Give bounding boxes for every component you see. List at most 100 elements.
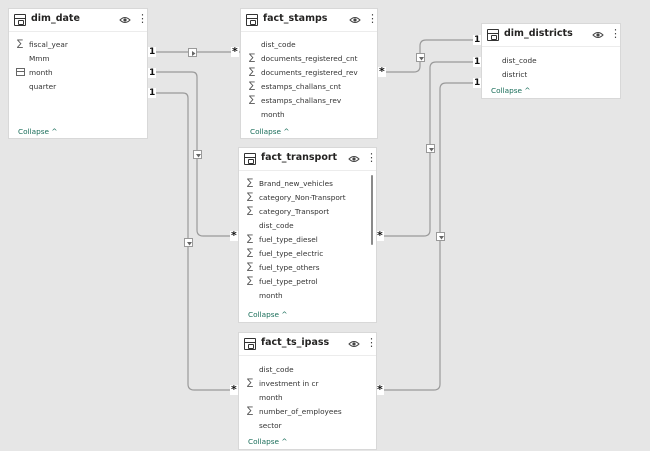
field-row[interactable]: dist_code	[239, 218, 376, 232]
table-title: fact_stamps	[263, 13, 328, 24]
chevron-up-icon: ^	[283, 127, 290, 136]
cardinality-many: *	[230, 229, 238, 242]
field-row[interactable]: sector	[239, 418, 376, 432]
field-row[interactable]: quarter	[9, 79, 147, 93]
field-row[interactable]: month	[9, 65, 147, 79]
sigma-icon: ∑	[246, 406, 254, 416]
field-name: month	[259, 393, 283, 402]
scrollbar[interactable]	[371, 175, 373, 245]
table-icon	[244, 338, 256, 350]
table-header[interactable]: fact_transport ⋮	[239, 148, 377, 171]
sigma-icon: ∑	[246, 234, 254, 244]
table-icon	[244, 153, 256, 165]
field-row[interactable]: month	[239, 288, 376, 302]
field-name: investment in cr	[259, 379, 319, 388]
field-row[interactable]: Mmm	[9, 51, 147, 65]
field-name: month	[29, 68, 53, 77]
field-row[interactable]: dist_code	[482, 53, 620, 67]
field-row[interactable]: ∑ estamps_challans_cnt	[241, 79, 377, 93]
more-options-icon[interactable]: ⋮	[137, 12, 148, 25]
field-name: dist_code	[261, 40, 296, 49]
table-header[interactable]: fact_stamps ⋮	[241, 9, 378, 32]
table-header[interactable]: dim_date ⋮	[9, 9, 148, 32]
sigma-icon: ∑	[16, 39, 24, 49]
field-row[interactable]: ∑ category_Non-Transport	[239, 190, 376, 204]
field-row[interactable]: ∑ fuel_type_electric	[239, 246, 376, 260]
cardinality-one: 1	[148, 47, 157, 57]
sigma-icon: ∑	[248, 95, 256, 105]
direction-arrow-icon[interactable]	[416, 53, 425, 62]
table-card-dim-districts[interactable]: dim_districts ⋮ dist_code district Colla…	[481, 23, 621, 99]
table-card-fact-ts-ipass[interactable]: fact_ts_ipass ⋮ dist_code ∑ investment i…	[238, 332, 377, 450]
calendar-icon	[16, 68, 25, 76]
field-row[interactable]: month	[241, 107, 377, 121]
field-row[interactable]: ∑ investment in cr	[239, 376, 376, 390]
field-row[interactable]: ∑ Brand_new_vehicles	[239, 176, 376, 190]
cardinality-many: *	[376, 229, 384, 242]
eye-icon[interactable]	[119, 14, 131, 26]
field-row[interactable]: ∑ fuel_type_diesel	[239, 232, 376, 246]
table-icon	[14, 14, 26, 26]
field-name: fuel_type_others	[259, 263, 320, 272]
field-name: Brand_new_vehicles	[259, 179, 333, 188]
cardinality-one: 1	[473, 57, 482, 67]
field-row[interactable]: ∑ documents_registered_rev	[241, 65, 377, 79]
eye-icon[interactable]	[348, 153, 360, 165]
field-row[interactable]: ∑ fiscal_year	[9, 37, 147, 51]
collapse-link[interactable]: Collapse ^	[248, 310, 288, 319]
table-card-fact-stamps[interactable]: fact_stamps ⋮ dist_code ∑ documents_regi…	[240, 8, 378, 139]
field-name: estamps_challans_cnt	[261, 82, 342, 91]
table-header[interactable]: fact_ts_ipass ⋮	[239, 333, 377, 356]
field-name: fuel_type_petrol	[259, 277, 318, 286]
cardinality-one: 1	[148, 68, 157, 78]
table-title: fact_ts_ipass	[261, 337, 330, 348]
field-row[interactable]: ∑ fuel_type_petrol	[239, 274, 376, 288]
table-header[interactable]: dim_districts ⋮	[482, 24, 621, 47]
field-row[interactable]: ∑ category_Transport	[239, 204, 376, 218]
field-name: fuel_type_diesel	[259, 235, 318, 244]
direction-arrow-icon[interactable]	[436, 232, 445, 241]
field-row[interactable]: ∑ number_of_employees	[239, 404, 376, 418]
eye-icon[interactable]	[348, 338, 360, 350]
collapse-link[interactable]: Collapse ^	[248, 437, 288, 446]
cardinality-many: *	[230, 383, 238, 396]
cardinality-one: 1	[473, 78, 482, 88]
field-row[interactable]: ∑ fuel_type_others	[239, 260, 376, 274]
sigma-icon: ∑	[248, 67, 256, 77]
more-options-icon[interactable]: ⋮	[367, 12, 378, 25]
field-row[interactable]: ∑ estamps_challans_rev	[241, 93, 377, 107]
table-title: dim_date	[31, 13, 80, 24]
field-name: month	[261, 110, 285, 119]
field-name: sector	[259, 421, 282, 430]
field-name: category_Non-Transport	[259, 193, 346, 202]
direction-arrow-icon[interactable]	[426, 144, 435, 153]
sigma-icon: ∑	[248, 53, 256, 63]
field-name: month	[259, 291, 283, 300]
direction-arrow-icon[interactable]	[193, 150, 202, 159]
eye-icon[interactable]	[349, 14, 361, 26]
eye-icon[interactable]	[592, 29, 604, 41]
table-card-dim-date[interactable]: dim_date ⋮ ∑ fiscal_year Mmm month quart…	[8, 8, 148, 139]
table-title: dim_districts	[504, 28, 573, 39]
field-name: documents_registered_cnt	[261, 54, 358, 63]
collapse-link[interactable]: Collapse ^	[250, 127, 290, 136]
table-card-fact-transport[interactable]: fact_transport ⋮ ∑ Brand_new_vehicles ∑ …	[238, 147, 377, 323]
sigma-icon: ∑	[246, 248, 254, 258]
chevron-up-icon: ^	[281, 310, 288, 319]
collapse-link[interactable]: Collapse ^	[491, 86, 531, 95]
field-name: category_Transport	[259, 207, 330, 216]
direction-arrow-icon[interactable]	[188, 48, 197, 57]
more-options-icon[interactable]: ⋮	[366, 151, 377, 164]
more-options-icon[interactable]: ⋮	[610, 27, 621, 40]
table-title: fact_transport	[261, 152, 338, 163]
field-row[interactable]: dist_code	[241, 37, 377, 51]
field-row[interactable]: month	[239, 390, 376, 404]
more-options-icon[interactable]: ⋮	[366, 336, 377, 349]
field-row[interactable]: district	[482, 67, 620, 81]
direction-arrow-icon[interactable]	[184, 238, 193, 247]
field-name: district	[502, 70, 528, 79]
field-row[interactable]: dist_code	[239, 362, 376, 376]
table-icon	[246, 14, 258, 26]
field-row[interactable]: ∑ documents_registered_cnt	[241, 51, 377, 65]
collapse-link[interactable]: Collapse ^	[18, 127, 58, 136]
